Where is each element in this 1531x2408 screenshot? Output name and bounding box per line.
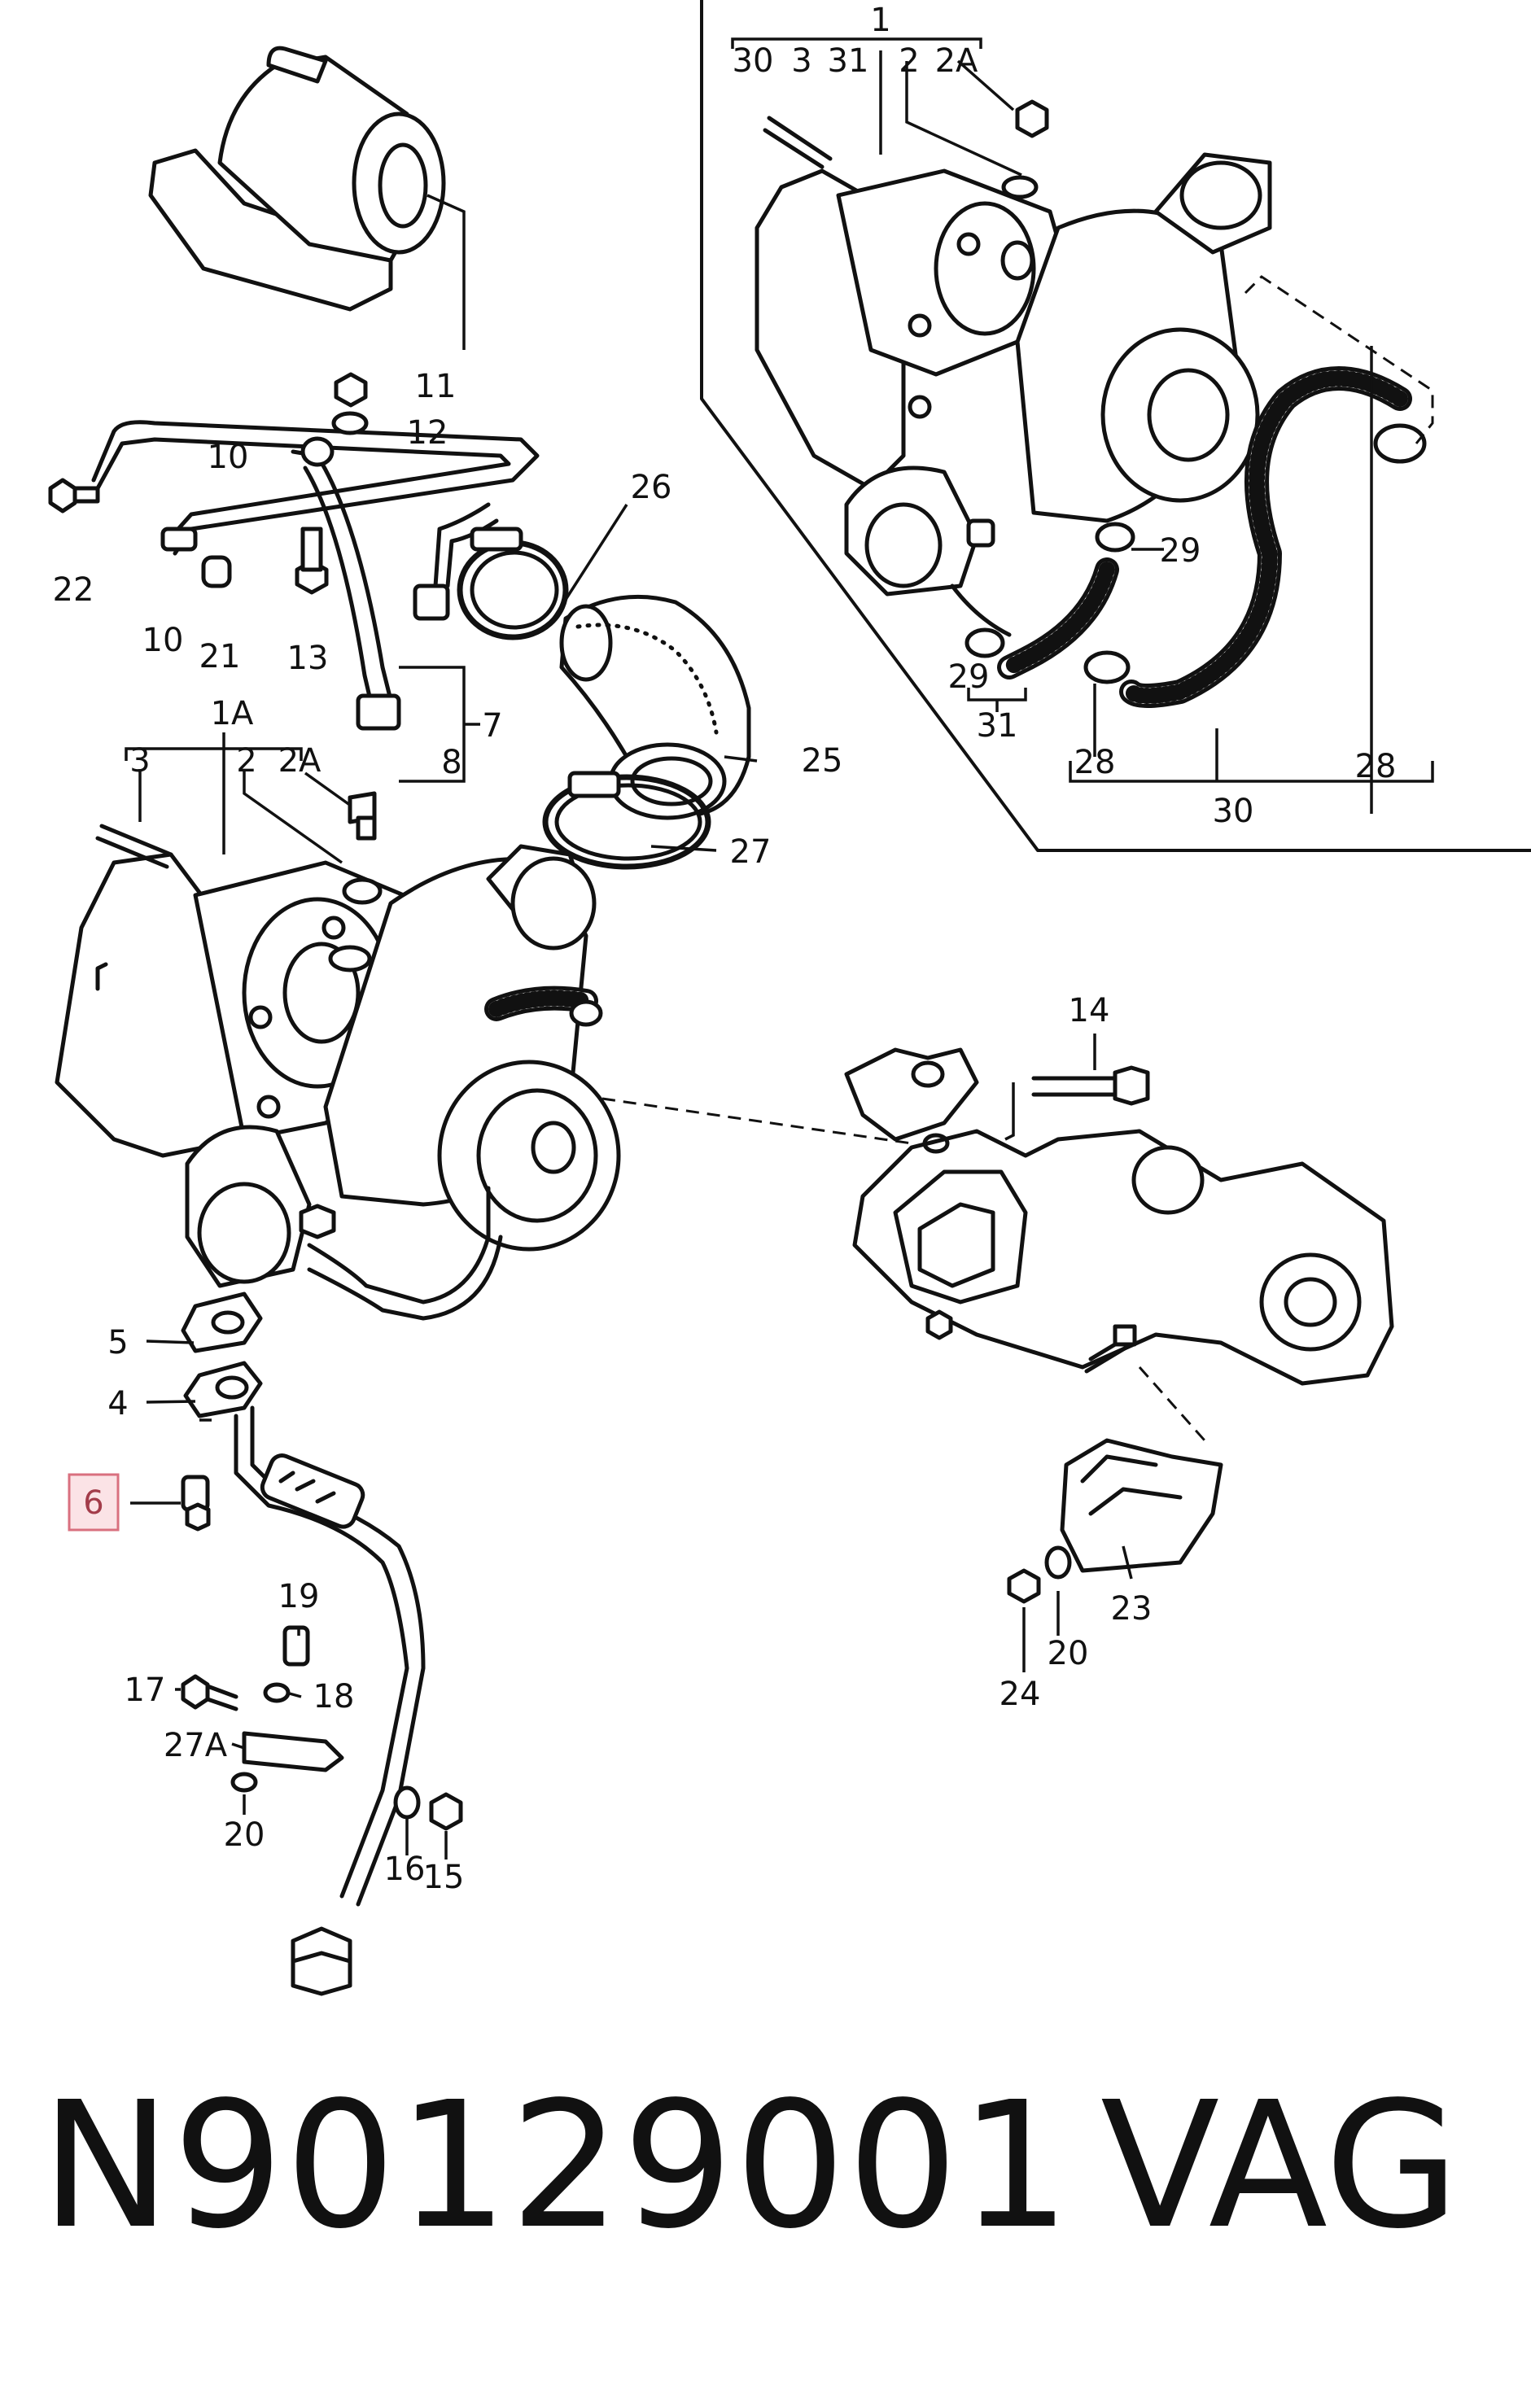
inset-leaders [731, 37, 1434, 814]
callout-25: 25 [802, 742, 843, 780]
callout-21: 21 [199, 638, 241, 675]
callout-26: 26 [631, 469, 672, 506]
callout-16: 16 [384, 1851, 426, 1888]
brand-label: VAG [1100, 2065, 1460, 2267]
heat-shield-23 [1007, 1438, 1223, 1672]
highlighted-callout-box[interactable] [68, 1473, 120, 1532]
inset-frame [700, 0, 1531, 852]
callout-12: 12 [407, 414, 448, 452]
callout-30-top: 30 [733, 42, 774, 80]
main-turbocharger [55, 824, 621, 1321]
hose-clamp-26 [457, 527, 569, 640]
banjo-bolt-2a [328, 791, 383, 972]
inset-turbocharger [755, 99, 1272, 597]
callout-3-mid: 3 [129, 742, 150, 780]
elbow-bracket [148, 46, 466, 350]
callout-31-bottom: 31 [977, 707, 1018, 745]
callout-labels: 1 30 3 31 2 2A 11 12 10 26 22 10 21 13 2… [53, 2, 1397, 1896]
callout-29-right: 29 [1160, 532, 1201, 570]
small-hardware-upper-left [48, 372, 369, 595]
exhaust-manifold [844, 1034, 1394, 1441]
callout-2a-top: 2A [935, 42, 978, 80]
callout-28-right: 28 [1355, 748, 1397, 785]
callout-30-bottom: 30 [1213, 793, 1254, 830]
oil-feed-pipe [91, 420, 540, 731]
callout-20-right: 20 [1048, 1635, 1089, 1672]
lower-leaders [130, 1339, 448, 1860]
callout-20-left: 20 [224, 1816, 265, 1854]
callout-7: 7 [482, 707, 502, 745]
callout-4: 4 [107, 1385, 128, 1423]
callout-8: 8 [441, 744, 461, 781]
callout-6-highlighted[interactable]: 6 [83, 1484, 103, 1522]
callout-22: 22 [53, 571, 94, 609]
hose-clamp-27 [542, 771, 711, 870]
part-number-label: N90129001 [41, 2065, 1073, 2267]
callout-2-mid: 2 [236, 742, 256, 780]
callout-23: 23 [1111, 1590, 1153, 1628]
callout-1a: 1A [211, 695, 254, 732]
main-leaders [125, 504, 912, 1145]
callout-15: 15 [423, 1859, 465, 1896]
callout-2-top: 2 [899, 42, 919, 80]
callout-19: 19 [278, 1578, 320, 1615]
callout-18: 18 [313, 1678, 355, 1715]
callout-3-top: 3 [791, 42, 811, 80]
callout-5: 5 [107, 1324, 128, 1361]
callout-17: 17 [125, 1672, 166, 1709]
callout-27a: 27A [164, 1727, 228, 1764]
callout-14: 14 [1069, 992, 1110, 1029]
callout-2a-mid: 2A [278, 742, 322, 780]
inset-hoses [950, 366, 1427, 708]
callout-24: 24 [1000, 1676, 1041, 1713]
callout-27: 27 [730, 833, 772, 871]
callout-10-upper: 10 [208, 439, 249, 476]
callout-1: 1 [870, 2, 890, 39]
callout-10-lower: 10 [142, 622, 184, 659]
callout-13: 13 [287, 640, 329, 677]
lower-bracket-hardware [181, 1625, 463, 1831]
oil-return-pipe [181, 1291, 426, 1996]
callout-11: 11 [415, 368, 457, 405]
callout-28-left: 28 [1074, 744, 1116, 781]
callout-31-top: 31 [828, 42, 869, 80]
callout-29-left: 29 [948, 658, 990, 696]
